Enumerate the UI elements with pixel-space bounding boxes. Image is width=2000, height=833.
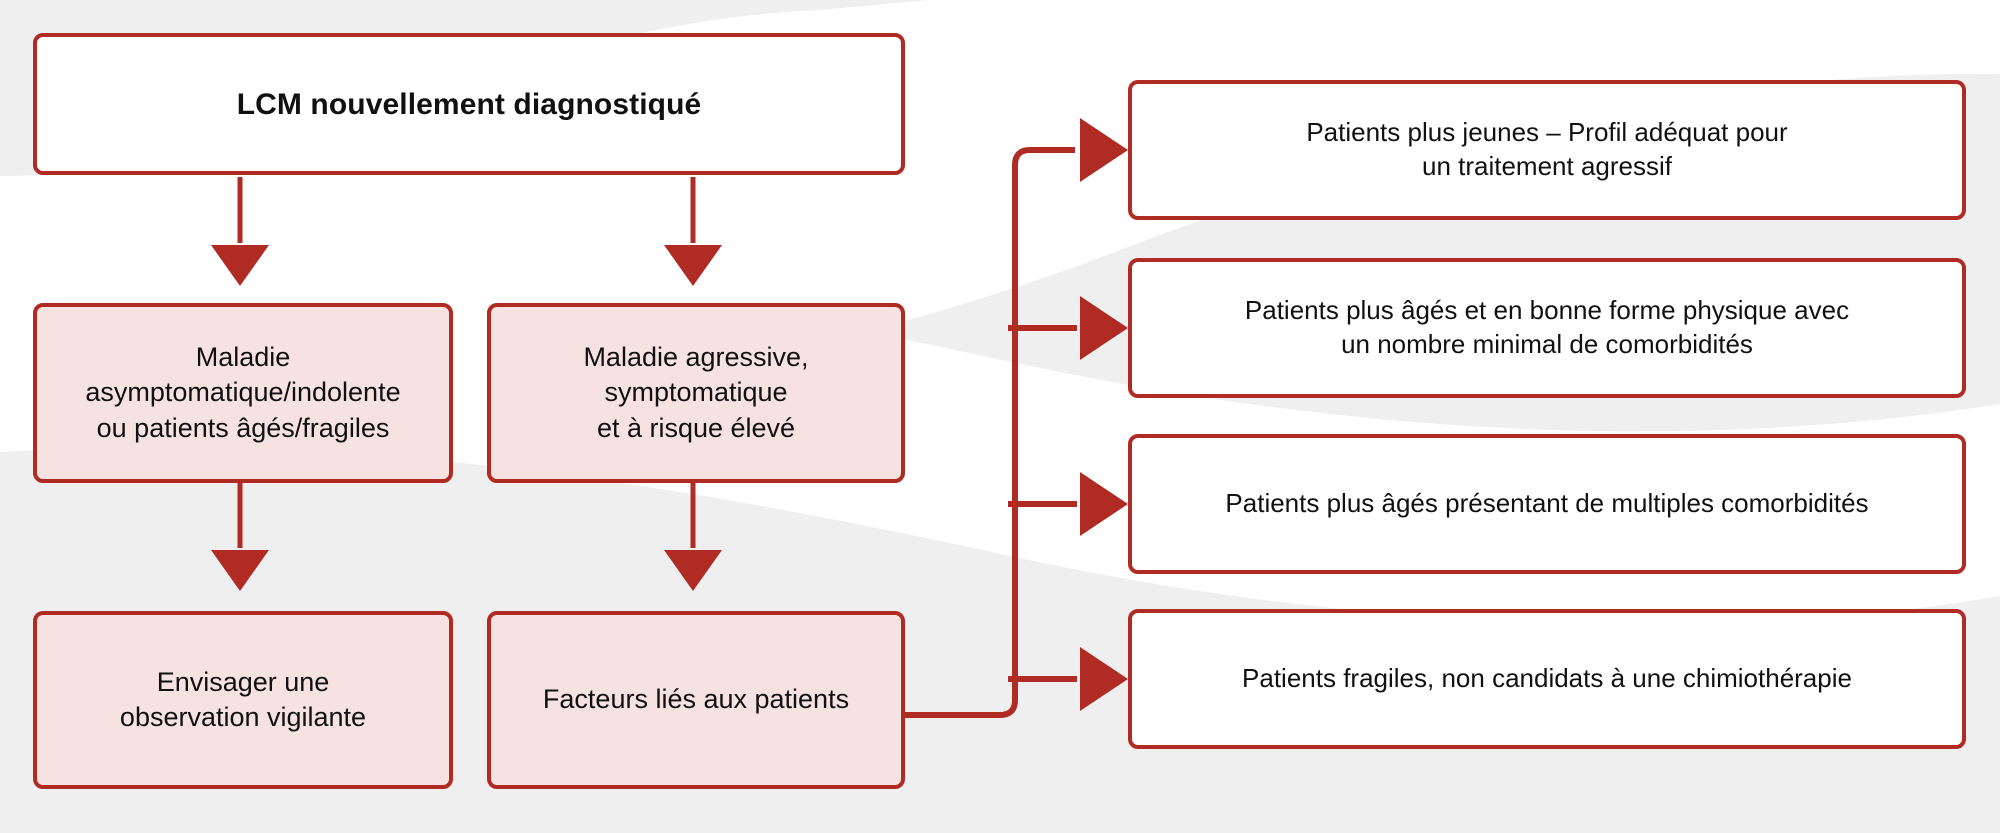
node-profile-older-comorbid-label: Patients plus âgés présentant de multipl… (1225, 488, 1869, 519)
node-diagnosis-title[interactable]: LCM nouvellement diagnostiqué (33, 33, 905, 175)
node-watchful-waiting[interactable]: Envisager une observation vigilante (33, 611, 453, 789)
node-profile-frail[interactable]: Patients fragiles, non candidats à une c… (1128, 609, 1966, 749)
node-profile-older-comorbid[interactable]: Patients plus âgés présentant de multipl… (1128, 434, 1966, 574)
node-aggressive-disease-label: Maladie agressive, symptomatique et à ri… (583, 342, 809, 443)
node-indolent-disease-label: Maladie asymptomatique/indolente ou pati… (85, 342, 401, 443)
node-patient-factors[interactable]: Facteurs liés aux patients (487, 611, 905, 789)
node-profile-younger-fit[interactable]: Patients plus jeunes – Profil adéquat po… (1128, 80, 1966, 220)
node-profile-frail-label: Patients fragiles, non candidats à une c… (1242, 663, 1852, 694)
node-profile-younger-fit-label: Patients plus jeunes – Profil adéquat po… (1306, 117, 1788, 181)
node-diagnosis-title-label: LCM nouvellement diagnostiqué (236, 87, 702, 121)
node-indolent-disease[interactable]: Maladie asymptomatique/indolente ou pati… (33, 303, 453, 483)
node-aggressive-disease[interactable]: Maladie agressive, symptomatique et à ri… (487, 303, 905, 483)
node-profile-older-fit[interactable]: Patients plus âgés et en bonne forme phy… (1128, 258, 1966, 398)
node-profile-older-fit-label: Patients plus âgés et en bonne forme phy… (1244, 295, 1850, 359)
node-patient-factors-label: Facteurs liés aux patients (542, 684, 850, 715)
node-watchful-waiting-label: Envisager une observation vigilante (119, 666, 367, 732)
